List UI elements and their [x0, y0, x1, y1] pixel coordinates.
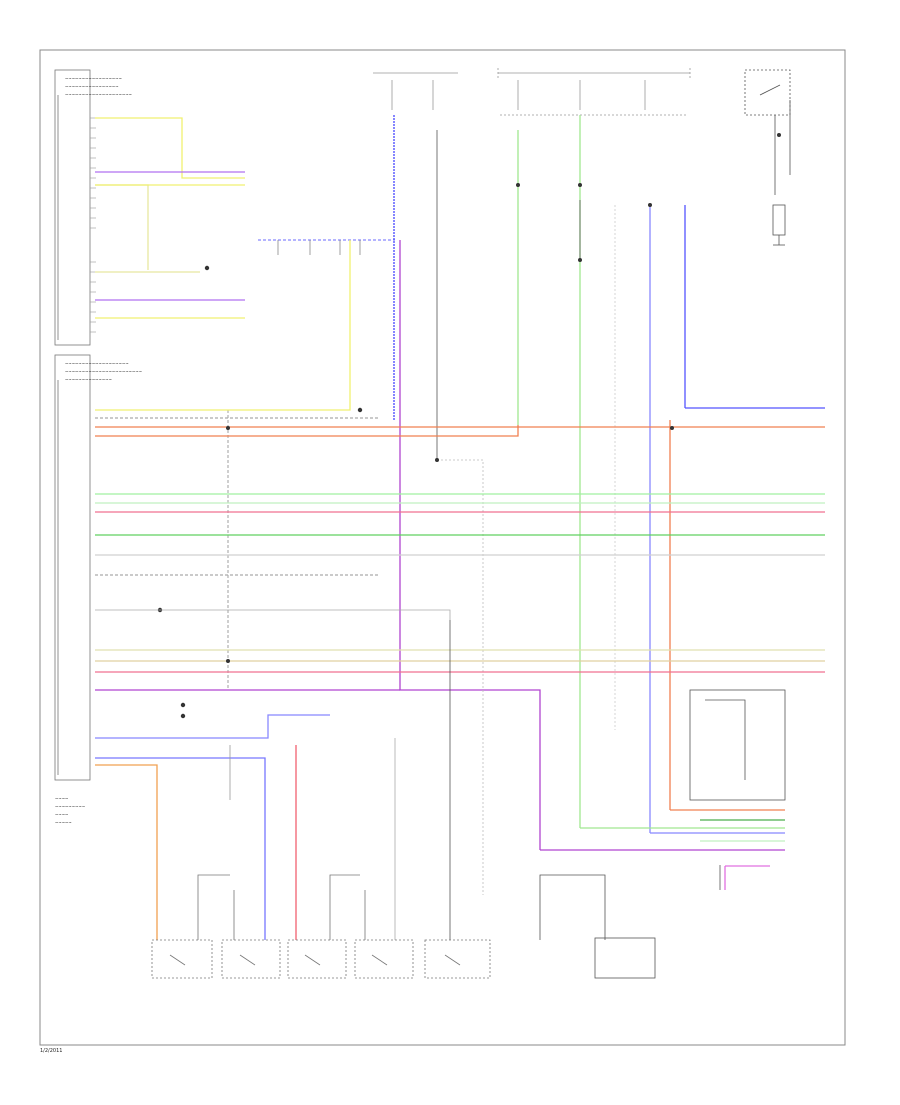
diagram-frame	[39, 49, 846, 1046]
top-right-relay	[744, 69, 791, 246]
vertical-wires	[227, 115, 686, 895]
wire-connector-dot	[204, 265, 210, 271]
splice-dots	[157, 133, 781, 719]
bottom-right-module	[539, 689, 786, 979]
left-control-module	[54, 69, 91, 781]
svg-text:~~~~~: ~~~~~	[55, 820, 72, 825]
svg-text:~~~~: ~~~~	[55, 796, 68, 801]
right-bundle-wires	[540, 809, 785, 890]
horizontal-buses	[95, 400, 825, 739]
svg-text:~~~~: ~~~~	[55, 812, 68, 817]
svg-text:~~~~~~~~~~~~~~: ~~~~~~~~~~~~~~	[65, 377, 112, 382]
svg-text:~~~~~~~~~~~~~~~~~: ~~~~~~~~~~~~~~~~~	[65, 76, 122, 81]
svg-text:~~~~~~~~~~~~~~~~~~~~~~~: ~~~~~~~~~~~~~~~~~~~~~~~	[65, 369, 142, 374]
upper-module-wires	[95, 117, 245, 319]
top-fuse-block	[373, 68, 691, 116]
svg-text:~~~~~~~~~: ~~~~~~~~~	[55, 804, 85, 809]
junction-connector	[258, 239, 395, 255]
footer-code: 1/2/2011	[40, 1048, 62, 1054]
door-switch-wires	[95, 609, 451, 940]
tiny-labels: ~~~~~~~~~~~~~~~~~ ~~~~~~~~~~~~~~~~ ~~~~~…	[55, 76, 142, 825]
door-switches	[151, 874, 491, 979]
svg-text:~~~~~~~~~~~~~~~~: ~~~~~~~~~~~~~~~~	[65, 84, 119, 89]
module-pin-marks	[90, 117, 96, 333]
svg-text:~~~~~~~~~~~~~~~~~~~~: ~~~~~~~~~~~~~~~~~~~~	[65, 92, 132, 97]
svg-text:~~~~~~~~~~~~~~~~~~~: ~~~~~~~~~~~~~~~~~~~	[65, 361, 129, 366]
